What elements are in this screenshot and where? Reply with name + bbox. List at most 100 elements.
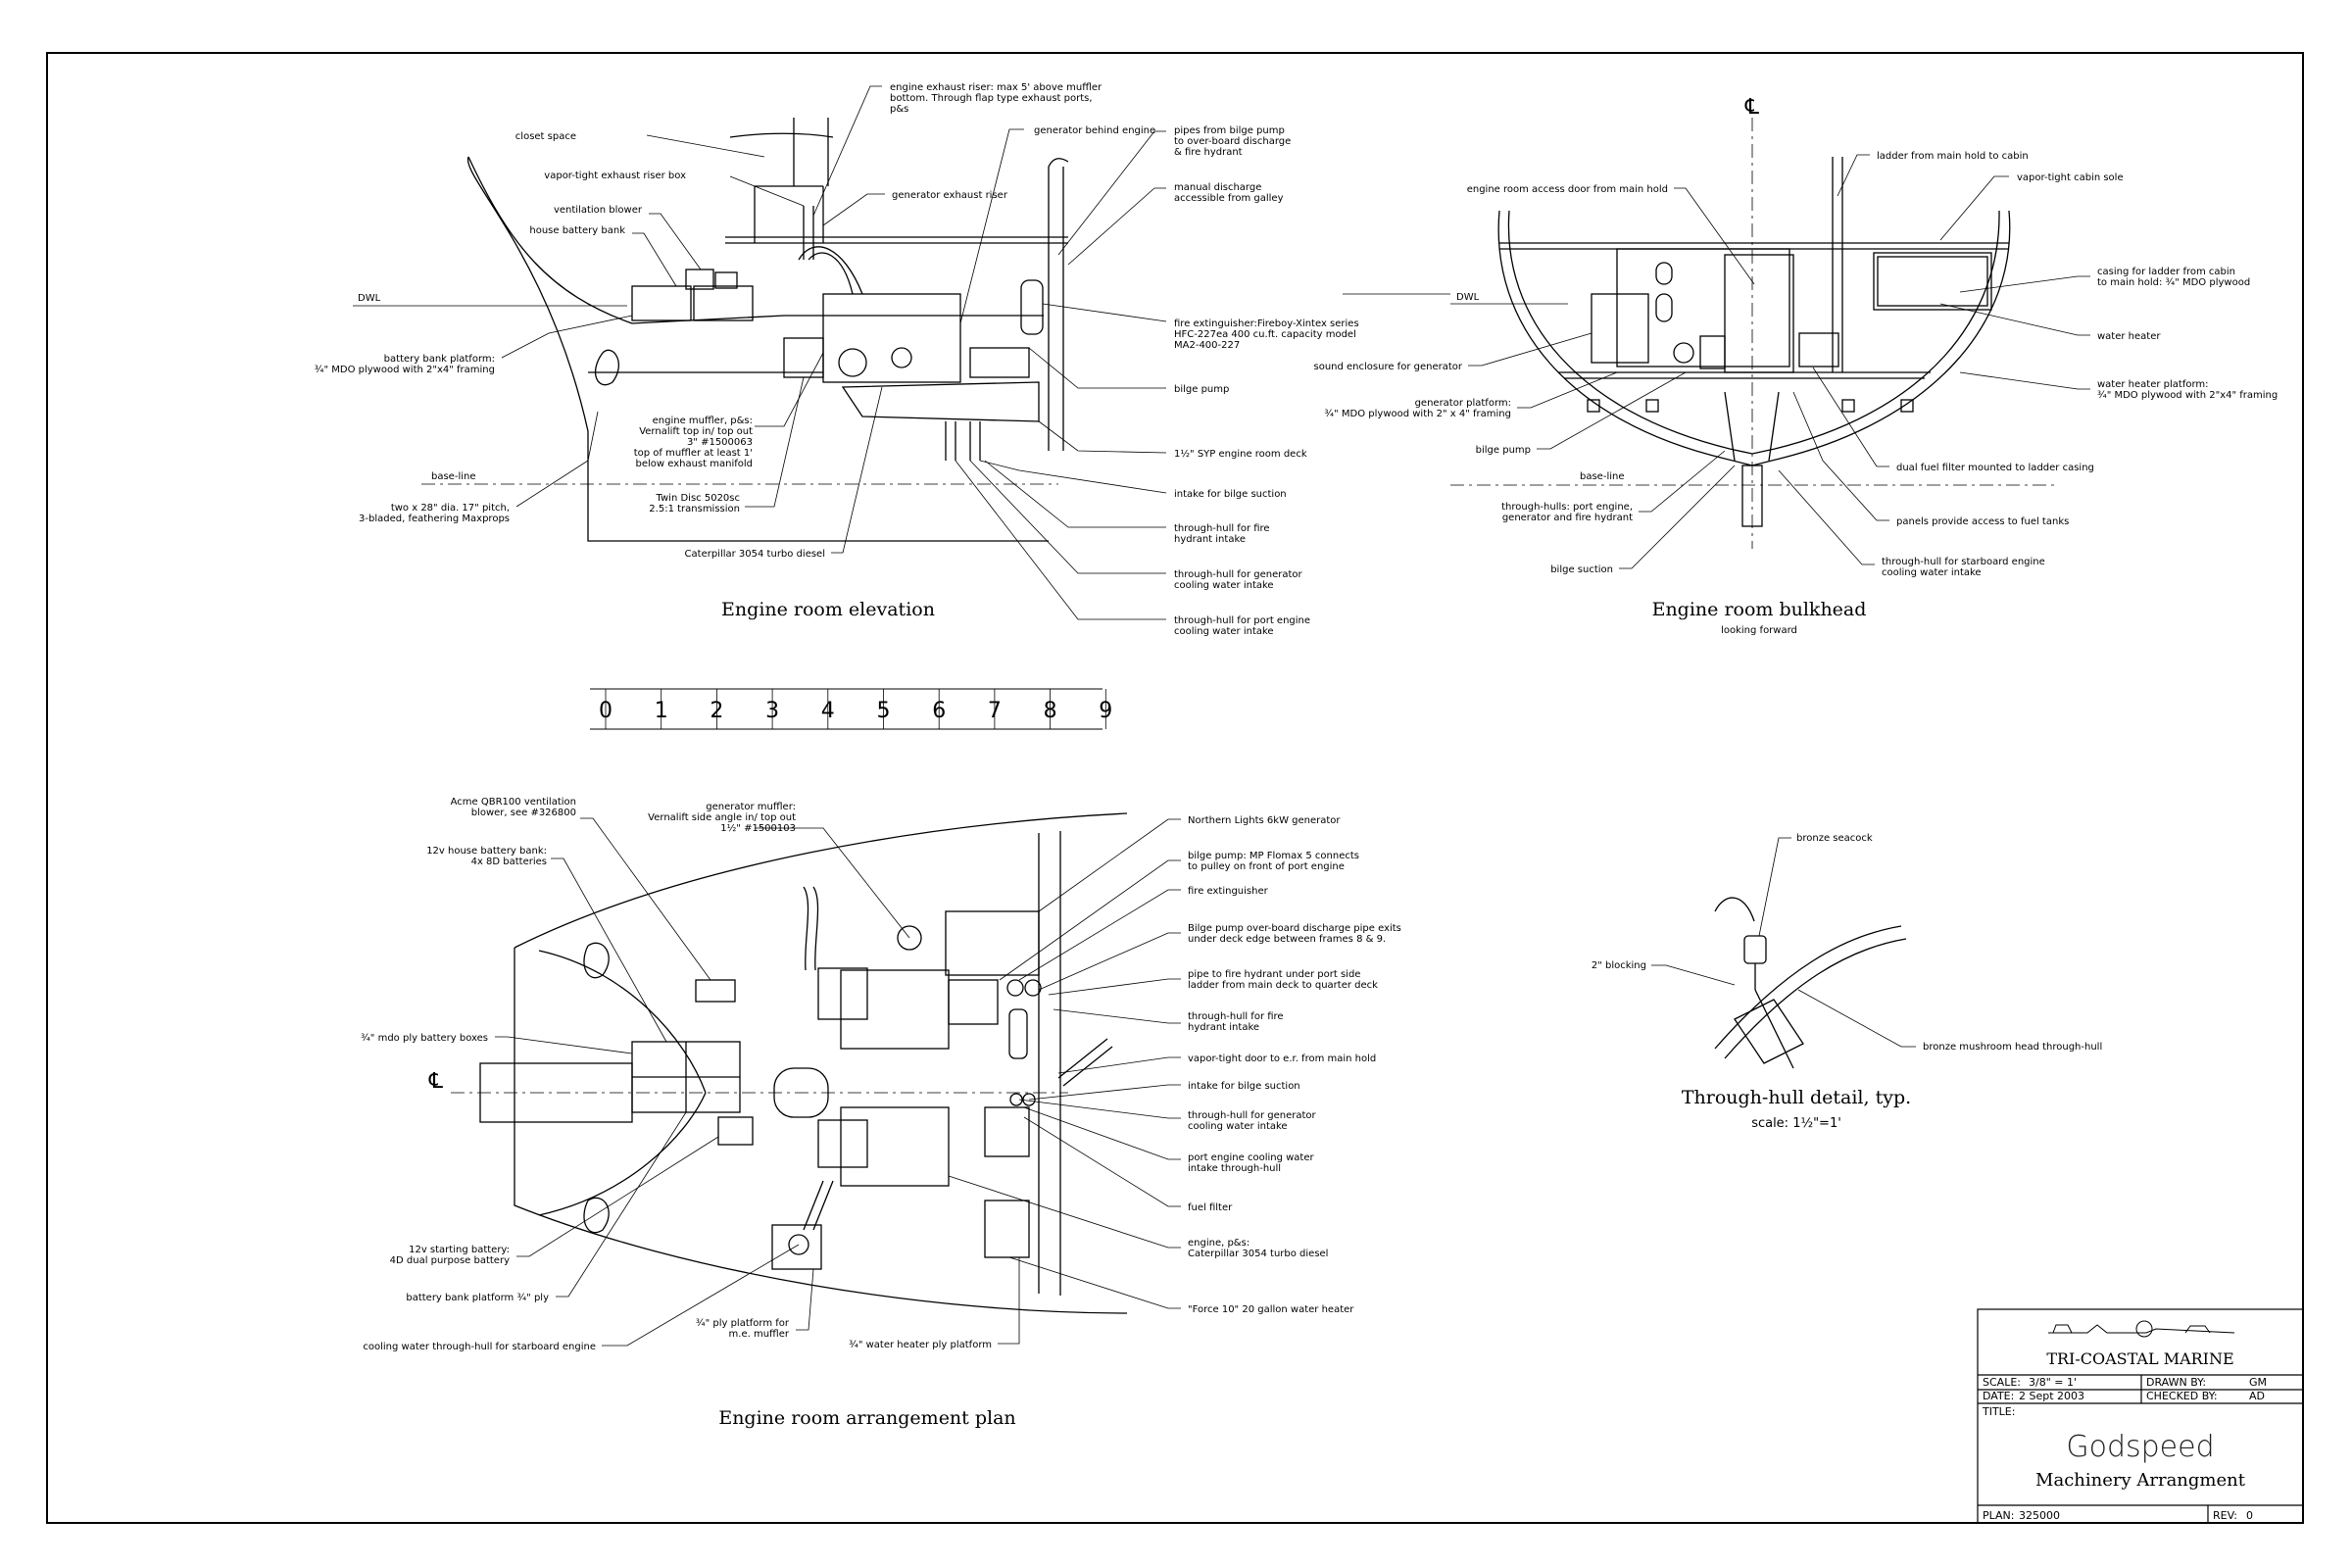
label-fuel-filter: fuel filter (1188, 1202, 1233, 1213)
vessel-name: Godspeed (2066, 1430, 2214, 1464)
bulkhead-title: Engine room bulkhead (1652, 599, 1867, 620)
scale-tick-label: 1 (655, 699, 668, 723)
bulkhead-labels: ℄ DWL base-line ladder from main hold to… (1314, 95, 2278, 636)
scale-tick-label: 5 (877, 699, 891, 723)
detail-title: Through-hull detail, typ. (1682, 1087, 1911, 1108)
label-wh-ply: ¾" water heater ply platform (849, 1340, 992, 1350)
elev-baseline: base-line (431, 471, 476, 482)
label-force10: "Force 10" 20 gallon water heater (1188, 1304, 1354, 1315)
label-starting-battery: 12v starting battery:4D dual purpose bat… (390, 1245, 510, 1266)
company-name: TRI-COASTAL MARINE (2046, 1349, 2233, 1368)
scale-tick-label: 0 (599, 699, 612, 723)
label-battery-platform: battery bank platform:¾" MDO plywood wit… (315, 354, 495, 375)
plan-centerline: ℄ (428, 1069, 444, 1094)
label-syp-deck: 1½" SYP engine room deck (1174, 448, 1307, 460)
label-bulkhead-bilge-pump: bilge pump (1476, 445, 1531, 456)
label-overboard: Bilge pump over-board discharge pipe exi… (1188, 923, 1401, 945)
bulkhead-baseline: base-line (1580, 471, 1625, 482)
label-cw-starboard: cooling water through-hull for starboard… (363, 1342, 596, 1352)
label-ladder: ladder from main hold to cabin (1877, 151, 2029, 162)
label-plan-fire-ext: fire extinguisher (1188, 886, 1269, 897)
scale-tick-label: 6 (932, 699, 946, 723)
label-gen-exhaust: generator exhaust riser (892, 190, 1008, 201)
label-gen-platform: generator platform:¾" MDO plywood with 2… (1324, 398, 1511, 419)
label-vent-blower: ventilation blower (554, 205, 643, 216)
label-gen-muffler: generator muffler:Vernalift side angle i… (648, 802, 796, 834)
bulkhead-centerline: ℄ (1744, 95, 1760, 120)
company-logo-icon (2048, 1320, 2235, 1338)
detail-labels: bronze seacock 2" blocking bronze mushro… (1592, 833, 2102, 1131)
drawing-title: Machinery Arrangment (2035, 1470, 2246, 1491)
label-cabin-sole: vapor-tight cabin sole (2017, 172, 2124, 183)
label-seacock: bronze seacock (1796, 833, 1873, 844)
label-dual-fuel: dual fuel filter mounted to ladder casin… (1896, 463, 2094, 473)
label-mushroom: bronze mushroom head through-hull (1923, 1042, 2102, 1053)
title-block: TRI-COASTAL MARINE SCALE: 3/8" = 1' DRAW… (1977, 1308, 2304, 1524)
scale-tick-label: 4 (821, 699, 835, 723)
label-vt-door: vapor-tight door to e.r. from main hold (1188, 1054, 1376, 1064)
label-bilge-suction: bilge suction (1550, 564, 1613, 575)
label-house-battery: house battery bank (529, 225, 625, 236)
checked-value: AD (2249, 1390, 2265, 1402)
elevation-title: Engine room elevation (721, 599, 935, 620)
scale-value: 3/8" = 1' (2029, 1376, 2077, 1389)
label-sound-enclosure: sound enclosure for generator (1314, 362, 1463, 372)
plan-value: 325000 (2019, 1509, 2060, 1522)
label-wh-platform: water heater platform:¾" MDO plywood wit… (2097, 379, 2278, 401)
scale-tick-label: 3 (765, 699, 779, 723)
label-gen-behind: generator behind engine (1034, 125, 1155, 136)
sheet-border (46, 52, 2304, 1524)
label-muffler: engine muffler, p&s:Vernalift top in/ to… (634, 416, 753, 469)
label-plan-intake-bilge: intake for bilge suction (1188, 1081, 1300, 1092)
title-label: TITLE: (1982, 1405, 2015, 1418)
label-bb-platform: battery bank platform ¾" ply (406, 1293, 549, 1303)
drawn-label: DRAWN BY: (2146, 1376, 2206, 1389)
label-mdo-boxes: ¾" mdo ply battery boxes (361, 1033, 488, 1044)
date-value: 2 Sept 2003 (2019, 1390, 2084, 1402)
label-exhaust-riser: engine exhaust riser: max 5' above muffl… (890, 82, 1102, 115)
scale-tick-label: 2 (710, 699, 723, 723)
elevation-labels: DWL base-line engine exhaust riser: max … (315, 82, 1359, 637)
label-bilge-pump: bilge pump (1174, 384, 1229, 395)
bulkhead-subtitle: looking forward (1721, 625, 1797, 636)
bulkhead-dwl: DWL (1456, 292, 1480, 303)
label-th-hulls: through-hulls: port engine,generator and… (1501, 502, 1633, 523)
scale-tick-label: 9 (1099, 699, 1112, 723)
label-blocking: 2" blocking (1592, 960, 1646, 971)
label-house-bank: 12v house battery bank:4x 8D batteries (426, 846, 547, 867)
detail-view (1651, 837, 1916, 1069)
label-props: two x 28" dia. 17" pitch,3-bladed, feath… (359, 503, 510, 524)
drawn-value: GM (2249, 1376, 2267, 1389)
label-caterpillar: Caterpillar 3054 turbo diesel (685, 549, 825, 560)
label-water-heater: water heater (2097, 331, 2161, 342)
rev-label: REV: (2213, 1509, 2237, 1522)
checked-label: CHECKED BY: (2146, 1390, 2218, 1402)
elevation-view (353, 85, 1167, 620)
rev-value: 0 (2246, 1509, 2253, 1522)
label-access-door: engine room access door from main hold (1467, 184, 1668, 195)
label-closet: closet space (515, 131, 576, 142)
date-label: DATE: (1983, 1390, 2014, 1402)
label-engine-ps: engine, p&s:Caterpillar 3054 turbo diese… (1188, 1238, 1328, 1259)
detail-scale: scale: 1½"=1' (1751, 1116, 1841, 1131)
scale-label: SCALE: (1983, 1376, 2021, 1389)
